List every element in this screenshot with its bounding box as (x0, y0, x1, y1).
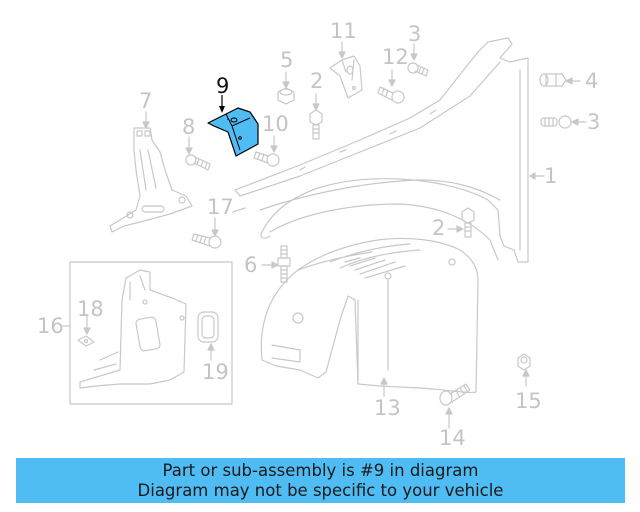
callout-label-19[interactable]: 19 (202, 360, 229, 384)
callout-label-2-upper[interactable]: 2 (310, 69, 324, 93)
info-banner: Part or sub-assembly is #9 in diagram Di… (16, 458, 625, 503)
banner-disclaimer-text: Diagram may not be specific to your vehi… (137, 481, 504, 500)
banner-part-text: Part or sub-assembly is #9 in diagram (162, 461, 479, 480)
callout-label-18[interactable]: 18 (77, 297, 104, 321)
callout-label-14[interactable]: 14 (439, 426, 466, 450)
callout-label-16[interactable]: 16 (37, 314, 64, 338)
callout-label-17[interactable]: 17 (207, 195, 234, 219)
bolt-part-8[interactable] (185, 154, 211, 171)
nut-part-5[interactable] (277, 87, 295, 105)
fender-part-1[interactable] (234, 37, 529, 263)
bracket-part-9-highlighted[interactable] (207, 107, 259, 157)
bolt-part-17[interactable] (191, 233, 222, 249)
bolt-part-12[interactable] (377, 86, 405, 104)
callout-label-12[interactable]: 12 (382, 45, 409, 69)
callout-label-11[interactable]: 11 (330, 19, 357, 43)
bolt-part-2-lower[interactable] (461, 207, 475, 238)
bolt-part-3-top[interactable] (407, 62, 429, 77)
callout-label-15[interactable]: 15 (515, 389, 542, 413)
stud-part-6[interactable] (277, 245, 291, 283)
bracket-part-7[interactable] (109, 127, 193, 233)
callout-label-2-lower[interactable]: 2 (432, 216, 446, 240)
callout-label-1[interactable]: 1 (544, 164, 558, 188)
callout-label-6[interactable]: 6 (244, 253, 258, 277)
callout-label-9-highlighted[interactable]: 9 (216, 74, 230, 98)
callout-label-3-right[interactable]: 3 (587, 110, 601, 134)
nut-part-15[interactable] (517, 353, 531, 371)
nut-insert-part-4[interactable] (539, 73, 567, 87)
bracket-part-11[interactable] (329, 55, 363, 99)
bolt-part-2-upper[interactable] (309, 109, 323, 140)
bolt-part-10[interactable] (253, 151, 280, 167)
screw-part-14[interactable] (439, 383, 471, 406)
bolt-part-3-right[interactable] (540, 115, 572, 129)
callout-label-5[interactable]: 5 (280, 48, 294, 72)
callout-label-10[interactable]: 10 (262, 112, 289, 136)
air-deflector-group-16[interactable] (69, 261, 233, 405)
callout-label-8[interactable]: 8 (182, 115, 196, 139)
fender-liner-part-13[interactable] (260, 237, 479, 394)
callout-label-7[interactable]: 7 (139, 89, 153, 113)
callout-label-4[interactable]: 4 (585, 69, 599, 93)
callout-label-3-top[interactable]: 3 (408, 22, 422, 46)
callout-label-13[interactable]: 13 (374, 396, 401, 420)
